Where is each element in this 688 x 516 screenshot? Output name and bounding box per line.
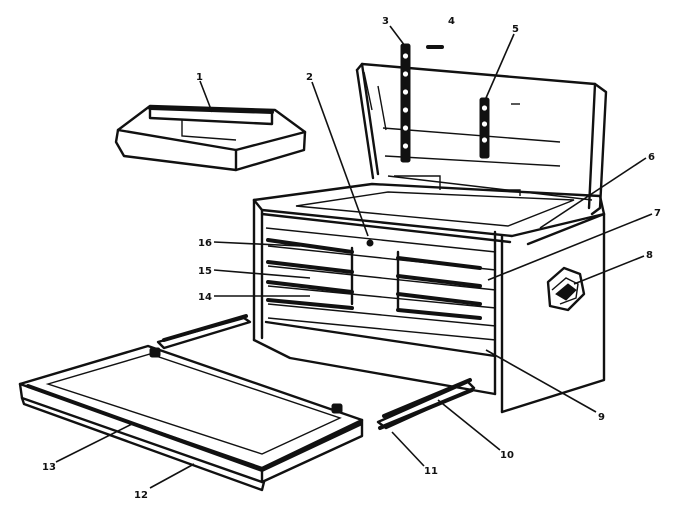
callout-12: 12 xyxy=(134,490,148,501)
drawer-fronts xyxy=(265,227,497,341)
removable-tray xyxy=(114,104,307,172)
callout-7: 7 xyxy=(654,208,661,219)
callout-15: 15 xyxy=(198,266,212,277)
chest-body xyxy=(252,175,606,414)
leader-lines xyxy=(55,25,653,489)
callout-10: 10 xyxy=(500,450,514,461)
callout-14: 14 xyxy=(198,292,212,303)
lid-stay-bar xyxy=(400,43,411,163)
right-slide-rails xyxy=(376,378,476,430)
callout-6: 6 xyxy=(648,152,655,163)
callout-5: 5 xyxy=(512,24,519,35)
side-handle xyxy=(546,266,586,312)
removed-drawer xyxy=(18,344,364,492)
callout-3: 3 xyxy=(382,16,389,27)
callout-16: 16 xyxy=(198,238,212,249)
lid-bracket xyxy=(479,97,490,159)
callout-11: 11 xyxy=(424,466,438,477)
callout-1: 1 xyxy=(196,72,203,83)
chest-lid xyxy=(355,62,608,216)
left-slide-rail xyxy=(156,314,252,350)
callout-2: 2 xyxy=(306,72,313,83)
callout-9: 9 xyxy=(598,412,605,423)
callout-4: 4 xyxy=(448,16,455,27)
callout-13: 13 xyxy=(42,462,56,473)
callout-8: 8 xyxy=(646,250,653,261)
callout-labels: 1 2 3 4 5 6 7 8 9 10 11 12 13 14 15 16 xyxy=(42,16,661,501)
